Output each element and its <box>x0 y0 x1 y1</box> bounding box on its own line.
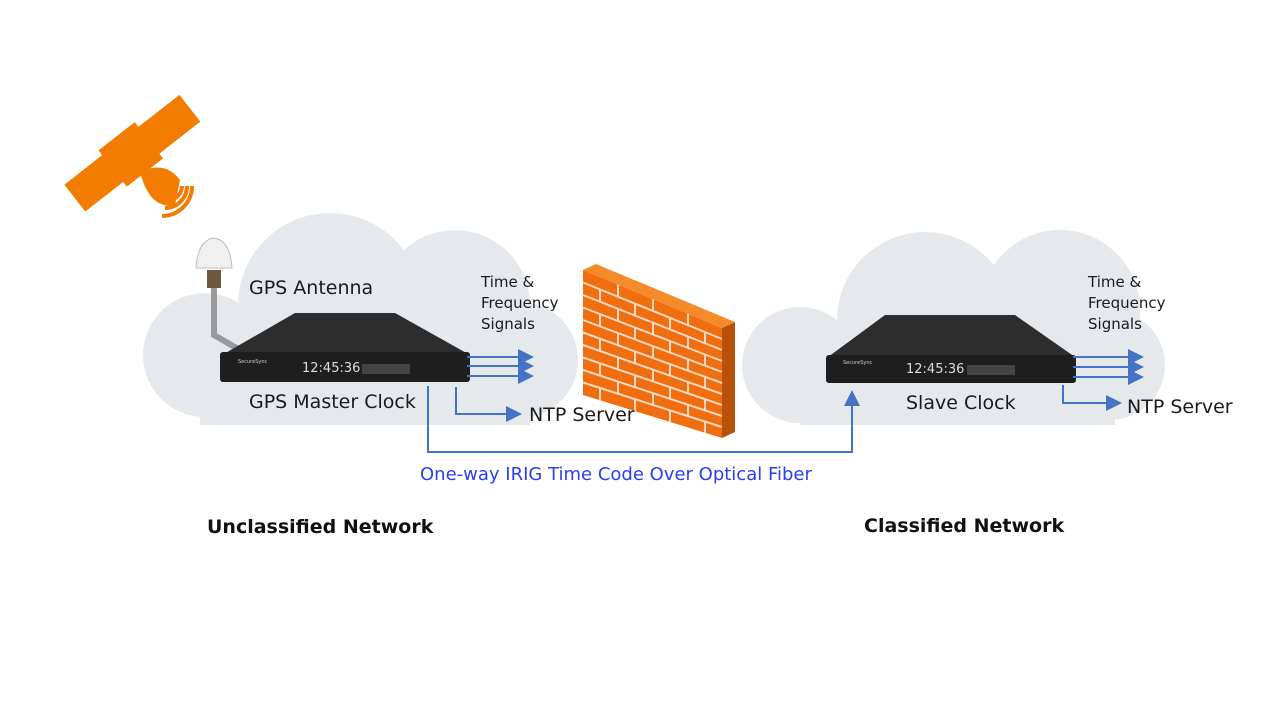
slave-clock-device <box>826 315 1076 383</box>
mortar-line <box>582 319 723 373</box>
device-time-display: 12:45:36 <box>906 362 964 377</box>
signal-arrows <box>427 349 1144 453</box>
left-signals-label: Time & Frequency Signals <box>481 272 559 335</box>
device-time-display: 12:45:36 <box>302 361 360 376</box>
signals-line: Signals <box>1088 315 1142 333</box>
device-brand: SecureSync <box>843 360 872 366</box>
mortar-line <box>582 369 723 417</box>
satellite-icon <box>64 94 201 218</box>
signals-line: Signals <box>481 315 535 333</box>
slave-clock-label: Slave Clock <box>906 392 1016 414</box>
gps-master-clock-device <box>220 313 470 382</box>
gps-antenna-icon <box>195 237 242 353</box>
signals-line: Time & <box>481 273 535 291</box>
gps-master-clock-label: GPS Master Clock <box>249 391 416 413</box>
unclassified-network-label: Unclassified Network <box>207 516 434 538</box>
mortar-line <box>582 344 723 395</box>
right-ntp-server-label: NTP Server <box>1127 396 1233 418</box>
mortar-line <box>582 294 723 351</box>
signals-line: Time & <box>1088 273 1142 291</box>
gps-antenna-label: GPS Antenna <box>249 277 374 299</box>
brick-wall-icon <box>582 264 735 438</box>
left-ntp-server-label: NTP Server <box>529 404 635 426</box>
fiber-link-label: One-way IRIG Time Code Over Optical Fibe… <box>420 464 812 485</box>
classified-network-label: Classified Network <box>864 515 1065 537</box>
signals-line: Frequency <box>1088 294 1166 312</box>
device-brand: SecureSync <box>238 359 267 365</box>
right-signals-label: Time & Frequency Signals <box>1088 272 1166 335</box>
signals-line: Frequency <box>481 294 559 312</box>
